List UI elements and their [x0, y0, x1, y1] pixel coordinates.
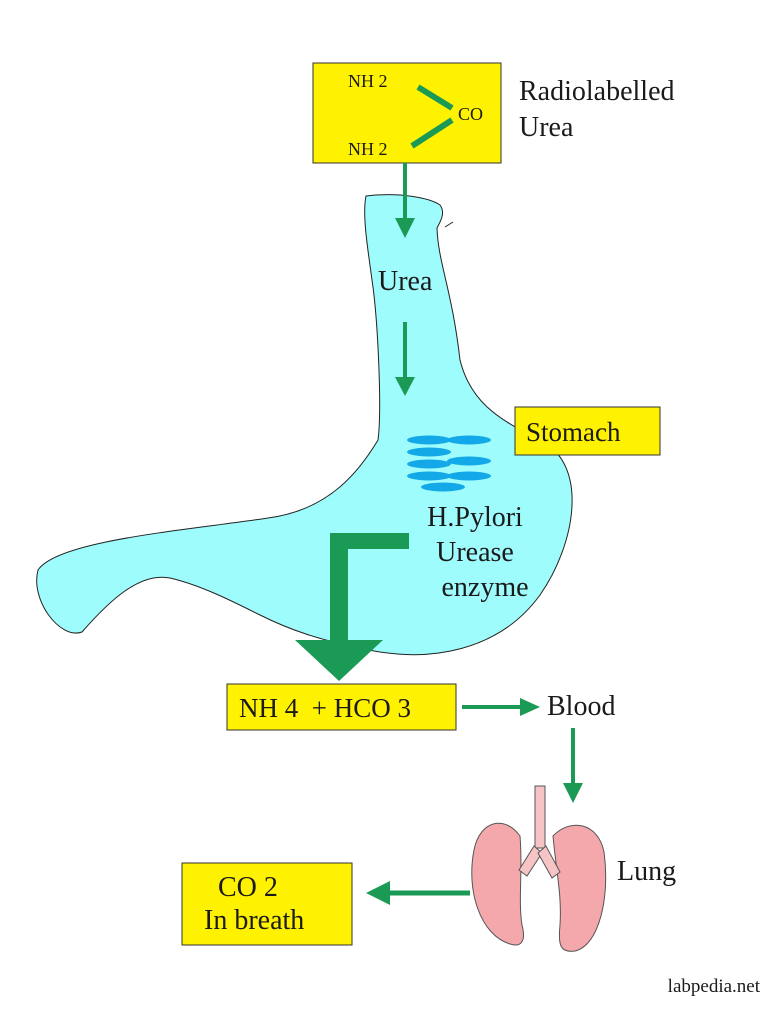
bacterium [421, 482, 465, 492]
arrow-to-blood-head [520, 698, 540, 716]
trachea [534, 785, 546, 849]
bacterium [407, 471, 451, 481]
urea-label: Urea [378, 266, 433, 297]
breath-box [181, 862, 353, 946]
big-arrow-head [295, 640, 383, 681]
arrow-blood-to-lung-head [563, 783, 583, 803]
watermark: labpedia.net [668, 976, 761, 997]
bacterium [407, 435, 451, 445]
big-arrow-vertical [330, 533, 348, 641]
breath-line-1: CO 2 [218, 872, 278, 903]
co-label: CO [458, 104, 483, 124]
arrow-to-breath-head [366, 881, 390, 905]
bacterium [407, 447, 451, 457]
bond-top [416, 84, 454, 111]
bacterium [447, 471, 491, 481]
bacterium [447, 456, 491, 466]
bond-bottom [410, 117, 454, 149]
right-bronchus [537, 845, 561, 879]
stomach-label: Stomach [526, 417, 621, 447]
products-label: NH 4 + HCO 3 [239, 693, 411, 723]
stomach-notch [444, 221, 454, 228]
stomach-label-box [514, 406, 661, 456]
lungs-illustration [471, 785, 607, 952]
urea-caption: Urea [519, 112, 574, 143]
bacterium [447, 435, 491, 445]
lung-label: Lung [617, 856, 676, 887]
bacterium [407, 459, 451, 469]
stomach-shape [36, 194, 573, 656]
enzyme-line-2: Urease [436, 537, 514, 568]
products-box [226, 683, 457, 731]
left-bronchus [518, 845, 543, 877]
arrow-urea-down-head [395, 377, 415, 396]
h-pylori-bacteria [407, 435, 491, 492]
enzyme-line-1: H.Pylori [427, 502, 523, 533]
arrow-urea-in-head [395, 218, 415, 238]
right-lung [552, 824, 607, 952]
breath-line-2: In breath [204, 905, 304, 936]
nh2-bottom-label: NH 2 [348, 139, 388, 159]
left-lung [471, 822, 524, 946]
big-arrow-horizontal [332, 533, 409, 549]
radiolabelled-caption: Radiolabelled [519, 76, 675, 107]
enzyme-line-3: enzyme [441, 572, 528, 603]
blood-label: Blood [547, 691, 615, 722]
nh2-top-label: NH 2 [348, 71, 388, 91]
urea-box [312, 62, 502, 164]
